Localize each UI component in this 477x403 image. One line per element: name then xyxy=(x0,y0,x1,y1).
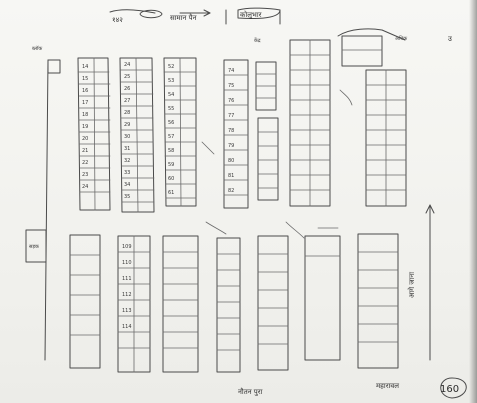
svg-text:35: 35 xyxy=(124,194,130,200)
svg-text:74: 74 xyxy=(228,68,234,74)
svg-text:56: 56 xyxy=(168,120,174,126)
svg-text:79: 79 xyxy=(228,143,234,149)
svg-text:78: 78 xyxy=(228,128,234,134)
svg-text:59: 59 xyxy=(168,162,174,168)
lower-block-1 xyxy=(69,234,101,369)
svg-text:111: 111 xyxy=(122,276,132,282)
svg-text:18: 18 xyxy=(82,112,88,118)
block-c xyxy=(163,57,197,207)
block-d xyxy=(223,59,249,209)
svg-text:26: 26 xyxy=(124,86,130,92)
svg-text:82: 82 xyxy=(228,188,234,194)
svg-text:31: 31 xyxy=(124,146,130,152)
svg-text:34: 34 xyxy=(124,182,130,188)
right-vertical-text: आगे जाना xyxy=(407,272,416,298)
bottom-right-prefix: महारावल xyxy=(376,382,399,390)
svg-text:60: 60 xyxy=(168,176,174,182)
scribble-1 xyxy=(339,89,353,106)
svg-text:32: 32 xyxy=(124,158,130,164)
svg-text:20: 20 xyxy=(82,136,88,142)
svg-text:25: 25 xyxy=(124,74,130,80)
right-arrow-head xyxy=(425,204,435,214)
svg-text:33: 33 xyxy=(124,170,130,176)
lower-block-5 xyxy=(257,235,289,371)
left-side-box xyxy=(25,229,47,263)
right-top-block xyxy=(337,28,406,67)
scribble-4 xyxy=(285,221,305,239)
svg-text:19: 19 xyxy=(82,124,88,130)
top-circle-mark xyxy=(139,9,163,19)
block-b xyxy=(119,57,155,213)
right-middle-block xyxy=(289,39,331,207)
left-label: ब्लॉक xyxy=(32,45,42,52)
svg-text:21: 21 xyxy=(82,148,88,154)
svg-text:61: 61 xyxy=(168,190,174,196)
svg-text:80: 80 xyxy=(228,158,234,164)
svg-text:22: 22 xyxy=(82,160,88,166)
lower-block-2 xyxy=(117,235,151,373)
svg-text:16: 16 xyxy=(82,88,88,94)
svg-text:76: 76 xyxy=(228,98,234,104)
svg-text:58: 58 xyxy=(168,148,174,154)
svg-text:110: 110 xyxy=(122,260,132,266)
left-road-line xyxy=(44,59,49,361)
svg-text:15: 15 xyxy=(82,76,88,82)
lower-block-3 xyxy=(162,235,199,373)
svg-text:55: 55 xyxy=(168,106,174,112)
top-right-text: उ xyxy=(448,35,452,43)
svg-text:109: 109 xyxy=(122,244,132,250)
svg-text:23: 23 xyxy=(82,172,88,178)
svg-text:75: 75 xyxy=(228,83,234,89)
svg-text:113: 113 xyxy=(122,308,132,314)
left-small-box xyxy=(47,59,61,74)
block-a xyxy=(77,57,111,211)
bottom-right-value: 160 xyxy=(440,384,459,395)
svg-text:14: 14 xyxy=(82,64,88,70)
lower-block-4 xyxy=(216,237,241,373)
svg-text:24: 24 xyxy=(82,184,88,190)
top-header-line xyxy=(109,9,156,14)
scribble-2 xyxy=(201,141,215,155)
svg-text:30: 30 xyxy=(124,134,130,140)
lower-block-7 xyxy=(357,233,399,369)
bottom-right-circle xyxy=(440,377,467,399)
svg-text:112: 112 xyxy=(122,292,132,298)
svg-text:24: 24 xyxy=(124,62,130,68)
svg-text:81: 81 xyxy=(228,173,234,179)
top-label-2: कोलुभार xyxy=(240,10,262,19)
svg-text:53: 53 xyxy=(168,78,174,84)
central-plots: केंद्र xyxy=(254,37,279,201)
svg-text:57: 57 xyxy=(168,134,174,140)
edge-shadow xyxy=(469,0,477,403)
scribble-3 xyxy=(205,221,227,235)
svg-text:28: 28 xyxy=(124,110,130,116)
top-label: सामान पैन xyxy=(170,13,197,22)
svg-text:114: 114 xyxy=(122,324,132,330)
svg-text:27: 27 xyxy=(124,98,130,104)
svg-text:52: 52 xyxy=(168,64,174,70)
svg-text:29: 29 xyxy=(124,122,130,128)
svg-text:केंद्र: केंद्र xyxy=(254,37,261,44)
svg-text:17: 17 xyxy=(82,100,88,106)
svg-text:54: 54 xyxy=(168,92,174,98)
top-arrow-head xyxy=(203,9,211,17)
lower-block-6 xyxy=(304,235,341,361)
bottom-label: नौतन पुरा xyxy=(238,387,263,396)
road-label: सड़क xyxy=(29,244,39,250)
top-number: १४२ xyxy=(112,16,123,24)
right-tall-block xyxy=(365,69,407,207)
svg-text:77: 77 xyxy=(228,113,234,119)
